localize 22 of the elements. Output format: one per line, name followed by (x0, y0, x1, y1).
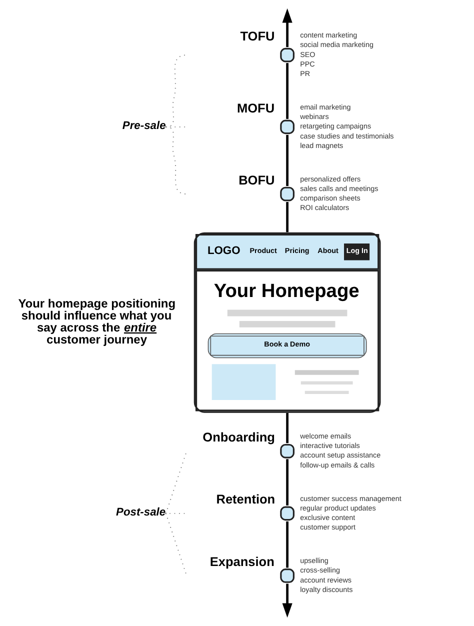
arrow (282, 8, 292, 48)
label: Your homepage positioning should influence what you say across the entire customer journey (18, 296, 176, 346)
node-label: Retention (216, 492, 276, 507)
node-text: Post-sale (116, 506, 166, 519)
connector (165, 54, 188, 128)
node-label: MOFU (237, 100, 275, 116)
node-label: TOFU (240, 28, 275, 44)
connector (286, 413, 288, 444)
connector (286, 459, 288, 506)
node-label: BOFU (238, 172, 275, 188)
node-label: Onboarding (202, 429, 276, 444)
connector (165, 126, 188, 194)
connector (286, 521, 288, 568)
node-label: Expansion (210, 554, 274, 569)
connector (165, 512, 188, 576)
connector (286, 63, 288, 119)
connector (286, 202, 288, 232)
connector (164, 512, 188, 514)
connector (286, 134, 288, 186)
connector (165, 450, 188, 514)
arrow (282, 584, 292, 618)
node-text: Pre-sale (122, 120, 166, 132)
